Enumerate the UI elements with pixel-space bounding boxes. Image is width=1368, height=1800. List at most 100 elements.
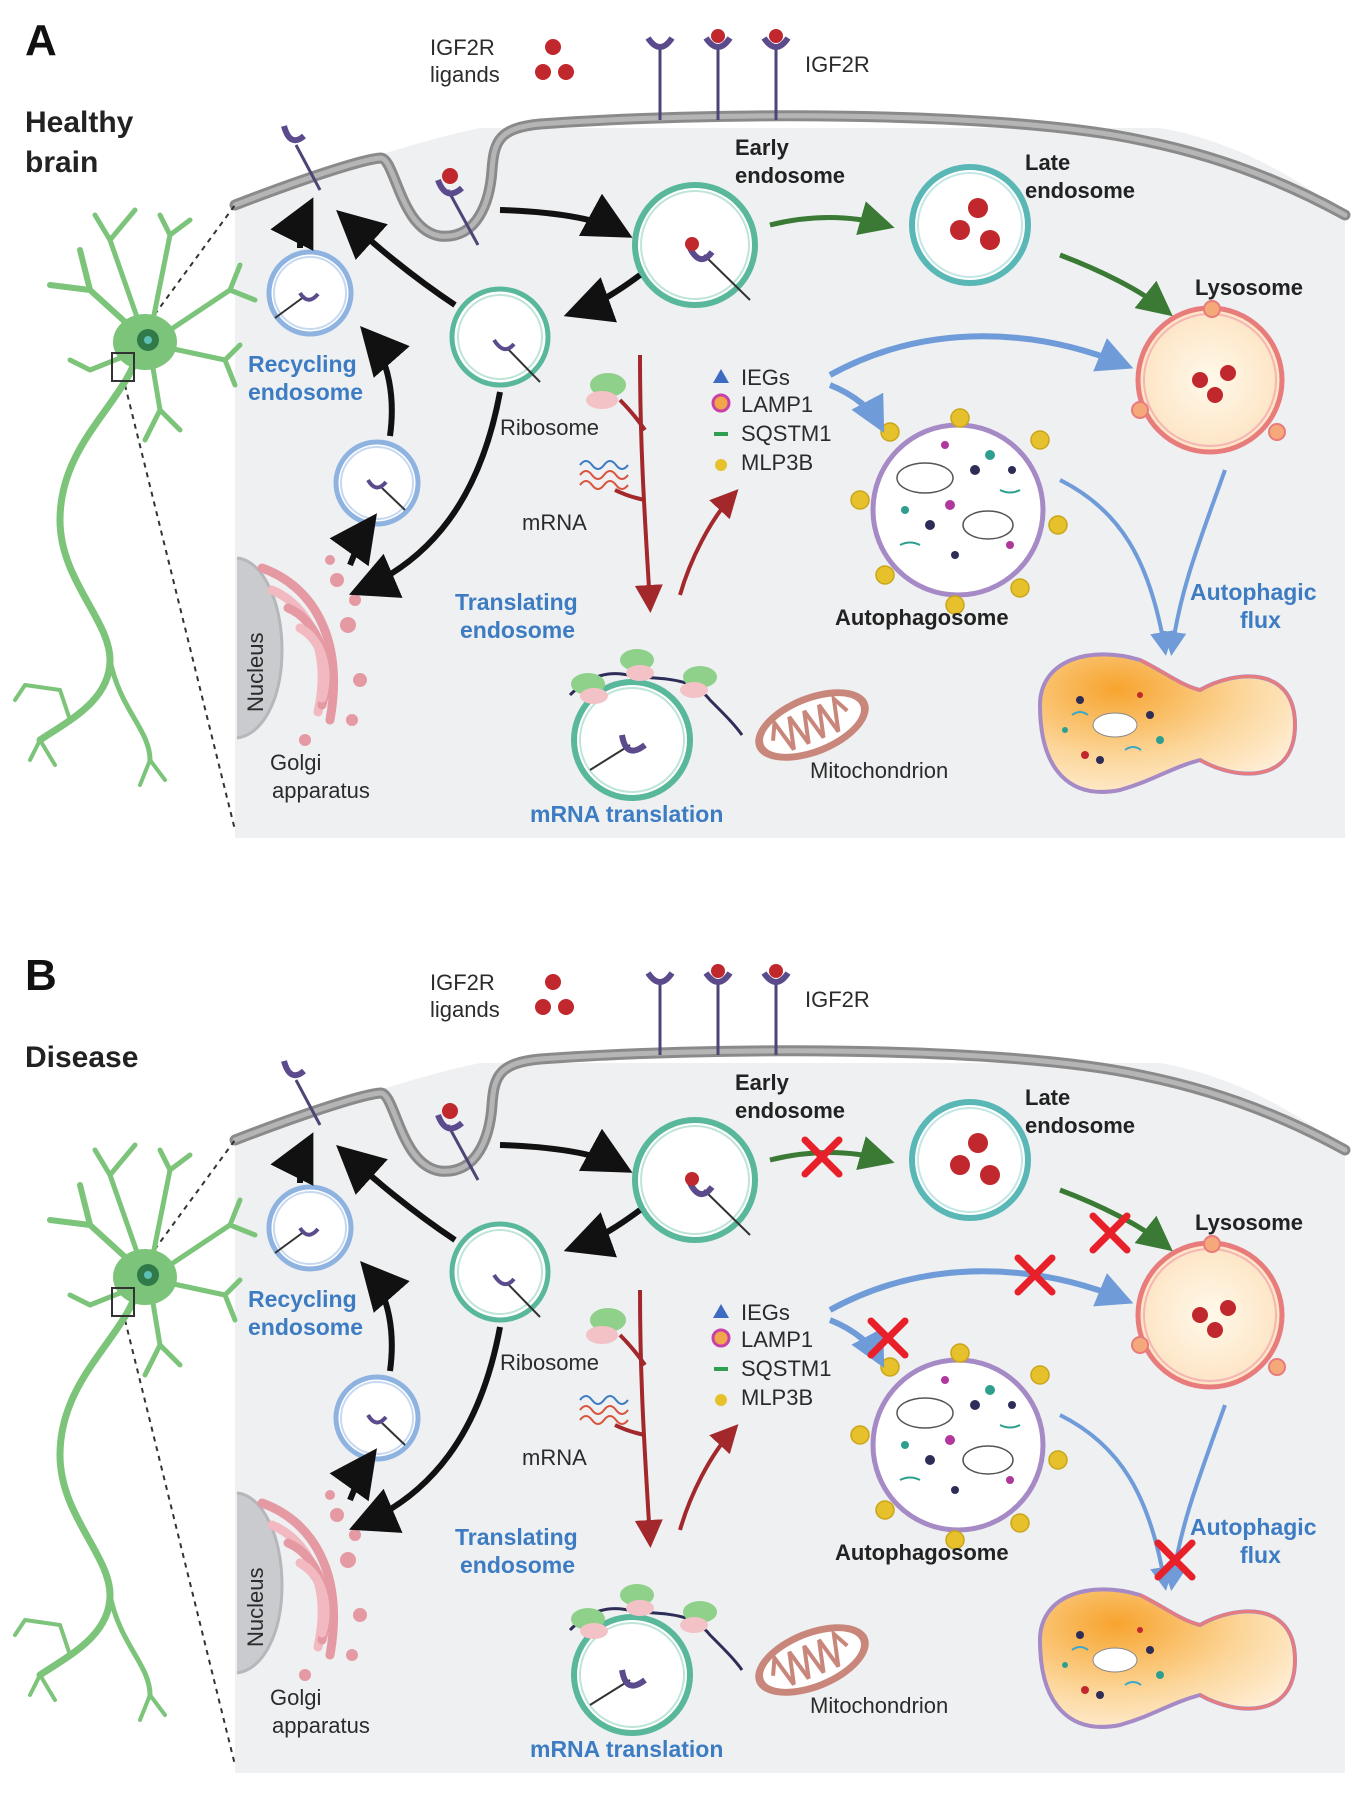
sorting-endosome xyxy=(449,1221,551,1323)
recycling-endosome xyxy=(266,249,421,527)
mitochondrion-label: Mitochondrion xyxy=(810,758,948,783)
sqstm1-legend-icon xyxy=(714,1367,728,1371)
late-endosome xyxy=(909,164,1031,286)
nucleus-label: Nucleus xyxy=(243,1568,268,1647)
translating-endosome xyxy=(568,1584,744,1736)
ribosome-label: Ribosome xyxy=(500,1350,599,1375)
legend-lamp1-label: LAMP1 xyxy=(741,1327,813,1352)
autophagic-flux-label-1: Autophagic xyxy=(1190,579,1317,605)
mrna-icon xyxy=(579,460,629,490)
block-x-icon xyxy=(867,1317,909,1359)
golgi-label-2: apparatus xyxy=(272,778,370,803)
neuron-icon xyxy=(13,207,258,787)
golgi-label-1: Golgi xyxy=(270,750,321,775)
legend-ieg-label: IEGs xyxy=(741,1300,790,1325)
legend-mlp3b-label: MLP3B xyxy=(741,450,813,475)
translating-endosome-label-1: Translating xyxy=(455,589,578,615)
igf2r-ligands-label-2: ligands xyxy=(430,997,500,1022)
early-endosome-label-1: Early xyxy=(735,135,790,160)
block-x-icon xyxy=(1014,1254,1056,1296)
autophagic-flux-label-2: flux xyxy=(1240,1542,1281,1568)
mitochondrion-icon xyxy=(755,1624,869,1696)
igf2r-label: IGF2R xyxy=(805,52,870,77)
panel-letter: A xyxy=(25,16,57,65)
lysosome xyxy=(1131,1235,1286,1390)
igf2r-label: IGF2R xyxy=(805,987,870,1012)
early-endosome-label-1: Early xyxy=(735,1070,790,1095)
block-x-icon xyxy=(1154,1539,1196,1581)
autophagosome xyxy=(850,1343,1068,1550)
mrna-label: mRNA xyxy=(522,510,587,535)
panel-b: B Disease IGF2R ligands IGF2R Early endo… xyxy=(13,951,1351,1773)
igf2r-ligands-label-2: ligands xyxy=(430,62,500,87)
lamp1-legend-icon xyxy=(711,1328,731,1348)
ribosome-icon xyxy=(586,1308,626,1344)
legend-mlp3b-label: MLP3B xyxy=(741,1385,813,1410)
early-endosome xyxy=(632,1117,758,1243)
igf2r-receptor-icon xyxy=(645,29,791,120)
mrna-translation-label: mRNA translation xyxy=(530,801,723,827)
early-endosome-label-2: endosome xyxy=(735,163,845,188)
sqstm1-legend-icon xyxy=(714,432,728,436)
mlp3b-legend-icon xyxy=(715,1394,727,1406)
ieg-legend-icon xyxy=(713,369,729,383)
golgi-icon xyxy=(257,563,338,725)
mlp3b-legend-icon xyxy=(715,459,727,471)
lysosome xyxy=(1131,300,1286,455)
golgi-label-1: Golgi xyxy=(270,1685,321,1710)
panel-title-line1: Healthy xyxy=(25,106,134,139)
autolysosome xyxy=(1037,652,1298,794)
ligand-icon xyxy=(535,39,574,80)
late-endosome xyxy=(909,1099,1031,1221)
ribosome-label: Ribosome xyxy=(500,415,599,440)
igf2r-ligands-label-1: IGF2R xyxy=(430,970,495,995)
ligand-icon xyxy=(535,974,574,1015)
recycling-endosome-label-1: Recycling xyxy=(248,351,357,377)
block-x-icon xyxy=(801,1136,843,1178)
late-endosome-label-1: Late xyxy=(1025,150,1070,175)
translating-endosome xyxy=(568,649,744,801)
autolysosome xyxy=(1037,1587,1298,1729)
panel-title-line1: Disease xyxy=(25,1041,138,1074)
autophagosome xyxy=(850,408,1068,615)
lysosome-label: Lysosome xyxy=(1195,1210,1303,1235)
autophagosome-label: Autophagosome xyxy=(835,605,1009,630)
recycling-endosome-label-1: Recycling xyxy=(248,1286,357,1312)
translating-endosome-label-2: endosome xyxy=(460,617,575,643)
translating-endosome-label-1: Translating xyxy=(455,1524,578,1550)
igf2r-ligands-label-1: IGF2R xyxy=(430,35,495,60)
nucleus-icon xyxy=(237,1493,282,1673)
panel-letter: B xyxy=(25,951,57,1000)
legend-sqstm1-label: SQSTM1 xyxy=(741,421,831,446)
recycling-endosome-label-2: endosome xyxy=(248,1314,363,1340)
mrna-translation-label: mRNA translation xyxy=(530,1736,723,1762)
legend-lamp1-label: LAMP1 xyxy=(741,392,813,417)
ieg-legend-icon xyxy=(713,1304,729,1318)
legend-sqstm1-label: SQSTM1 xyxy=(741,1356,831,1381)
autophagic-flux-label-1: Autophagic xyxy=(1190,1514,1317,1540)
nucleus-icon xyxy=(237,558,282,738)
early-endosome-label-2: endosome xyxy=(735,1098,845,1123)
recycling-endosome-label-2: endosome xyxy=(248,379,363,405)
mitochondrion-label: Mitochondrion xyxy=(810,1693,948,1718)
mitochondrion-icon xyxy=(755,689,869,761)
golgi-icon xyxy=(257,1498,338,1660)
nucleus-label: Nucleus xyxy=(243,633,268,712)
late-endosome-label-1: Late xyxy=(1025,1085,1070,1110)
autophagosome-label: Autophagosome xyxy=(835,1540,1009,1565)
panel-title-line2: brain xyxy=(25,146,98,179)
mrna-label: mRNA xyxy=(522,1445,587,1470)
late-endosome-label-2: endosome xyxy=(1025,1113,1135,1138)
legend-ieg-label: IEGs xyxy=(741,365,790,390)
igf2r-receptor-icon xyxy=(645,964,791,1055)
early-endosome xyxy=(632,182,758,308)
lysosome-label: Lysosome xyxy=(1195,275,1303,300)
lamp1-legend-icon xyxy=(711,393,731,413)
block-x-icon xyxy=(1089,1212,1131,1254)
late-endosome-label-2: endosome xyxy=(1025,178,1135,203)
neuron-icon xyxy=(13,1142,258,1722)
panel-a: A Healthy brain IGF2R ligands IGF2R Earl… xyxy=(13,16,1351,838)
translating-endosome-label-2: endosome xyxy=(460,1552,575,1578)
golgi-label-2: apparatus xyxy=(272,1713,370,1738)
